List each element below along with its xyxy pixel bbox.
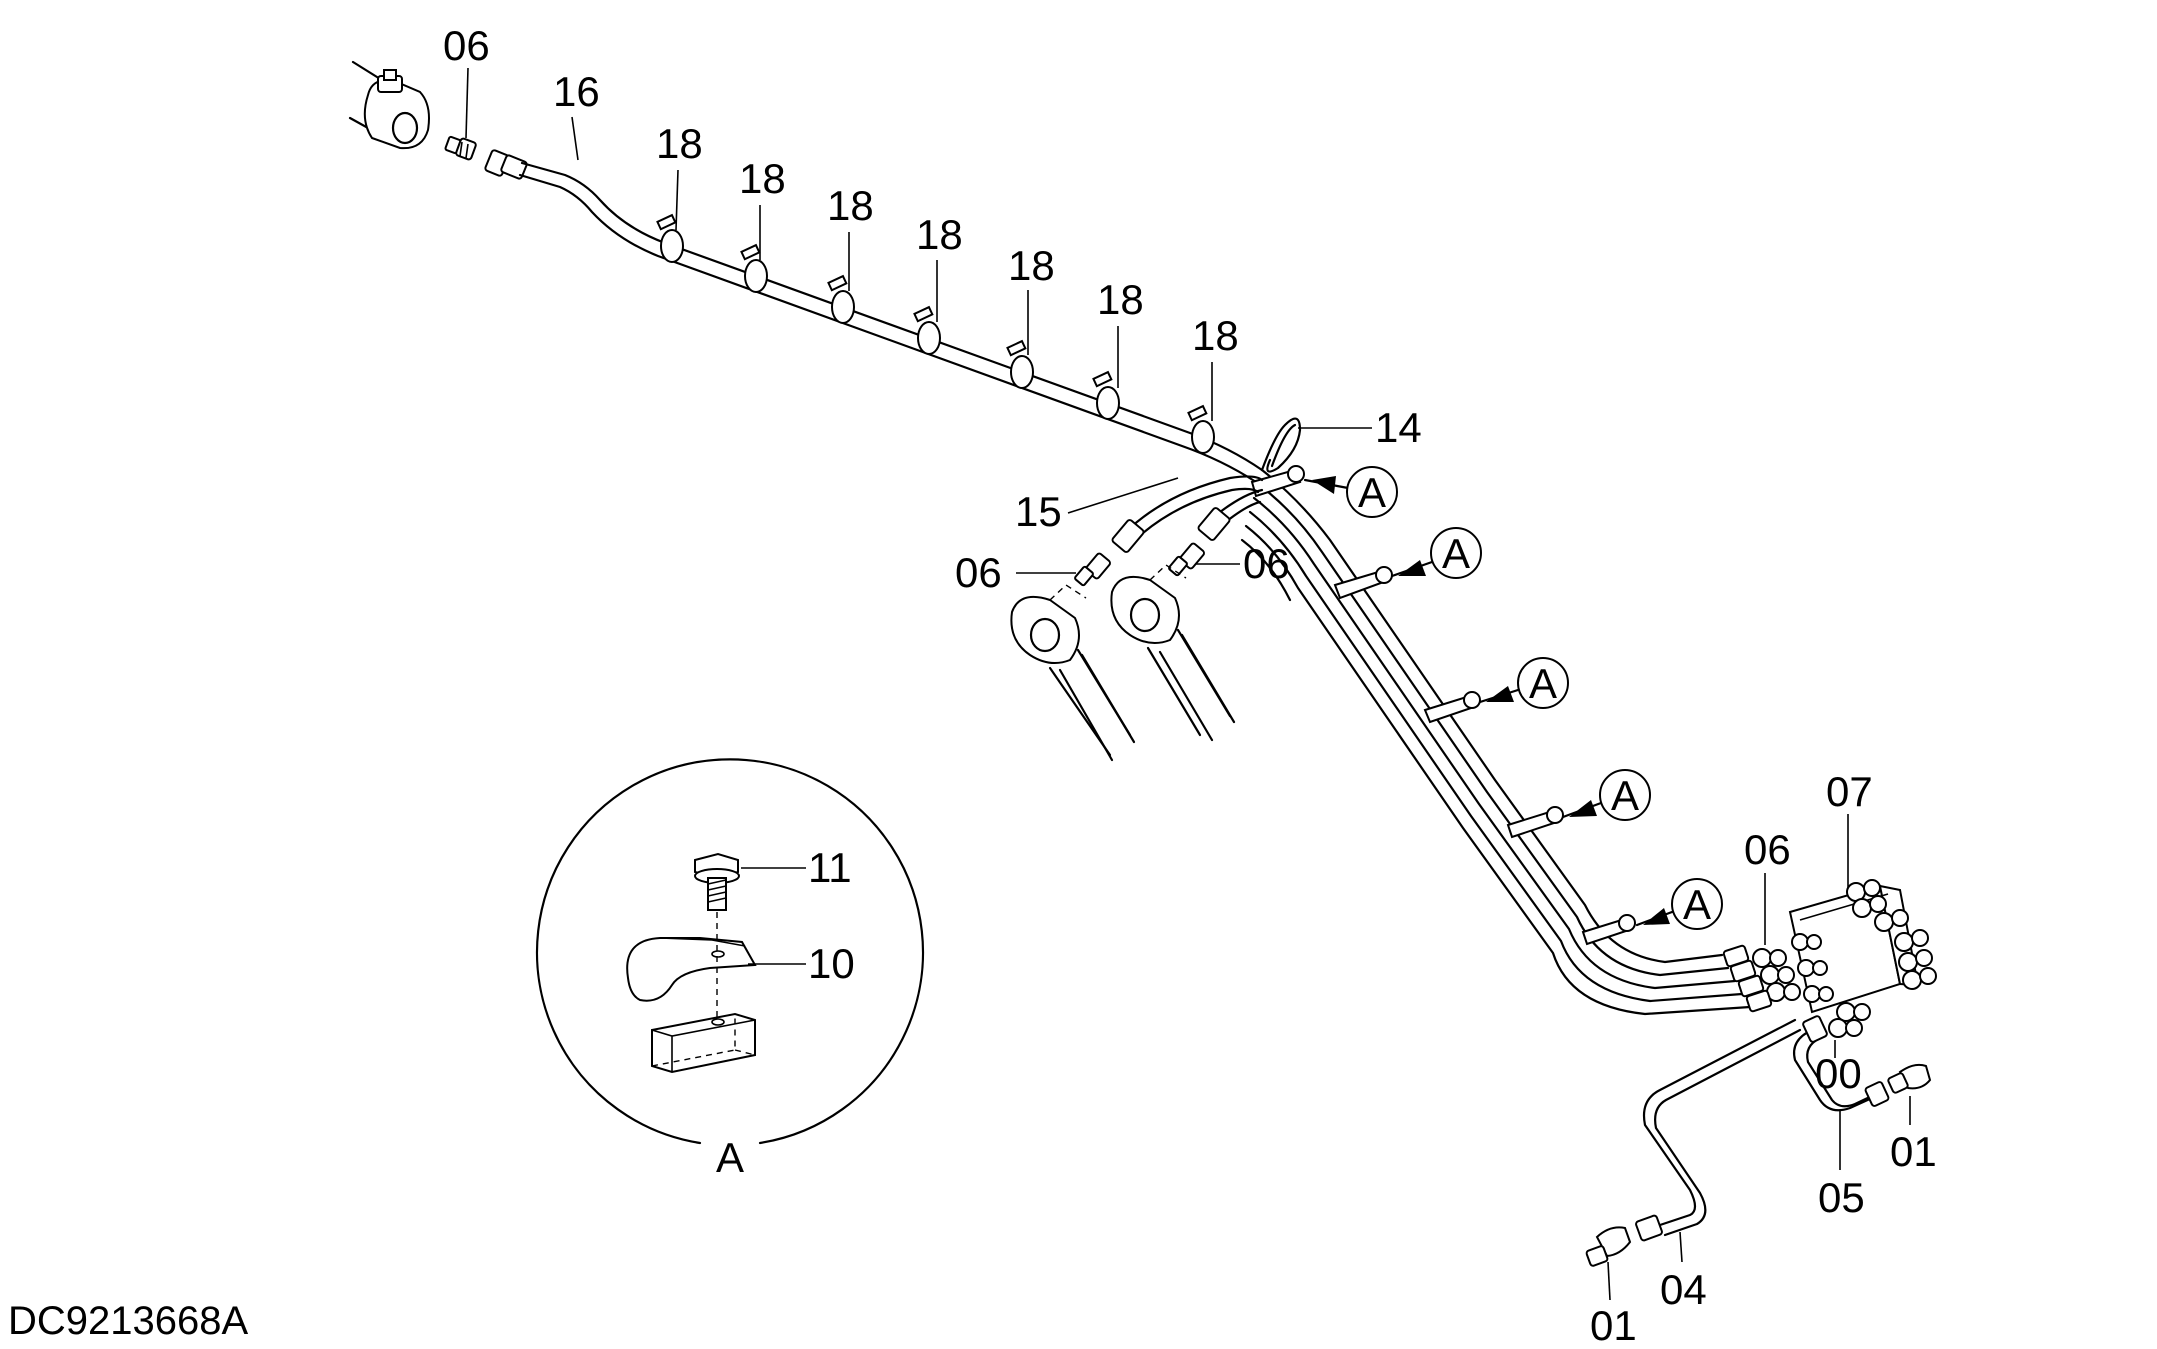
label-11: 11	[808, 844, 852, 891]
detail-a-letter: A	[716, 1134, 744, 1181]
hose-15	[1111, 475, 1264, 553]
callout-a-3: A	[1478, 657, 1569, 709]
callout-a-1: A	[1303, 466, 1398, 518]
svg-text:A: A	[1529, 660, 1557, 707]
main-hose-bundle	[1240, 468, 1752, 1016]
label-06-top: 06	[443, 22, 490, 69]
svg-text:A: A	[1683, 881, 1711, 928]
label-18-2: 18	[739, 155, 786, 202]
label-18-1: 18	[656, 120, 703, 167]
fitting-06-left	[1074, 552, 1111, 587]
hose-loop-14	[1260, 417, 1302, 473]
cylinder-rod-eye-left	[1010, 584, 1136, 762]
svg-text:A: A	[1442, 530, 1470, 577]
cylinder-rod-eye-right	[1110, 564, 1236, 742]
label-10: 10	[808, 940, 855, 987]
label-14: 14	[1375, 404, 1422, 451]
label-15: 15	[1015, 488, 1062, 535]
part-labels: 06 16 18 18 18 18 18 18 18 14 15 06 06 1…	[443, 22, 1937, 1349]
label-01-bottom: 01	[1590, 1302, 1637, 1344]
label-01-right: 01	[1890, 1128, 1937, 1175]
svg-text:A: A	[1611, 772, 1639, 819]
label-04: 04	[1660, 1266, 1707, 1313]
mounting-block	[651, 1012, 756, 1074]
label-06-left: 06	[955, 549, 1002, 596]
callout-a-2: A	[1390, 527, 1482, 579]
label-18-5: 18	[1008, 242, 1055, 289]
leader-lines	[465, 67, 1911, 1301]
elbow-01-right	[1887, 1063, 1932, 1094]
bolt-11	[694, 852, 740, 911]
pipe-04	[1635, 1018, 1802, 1242]
detail-a: A	[535, 758, 925, 1181]
hose-end-16	[484, 149, 528, 180]
label-00: 00	[1815, 1050, 1862, 1097]
label-07: 07	[1826, 768, 1873, 815]
label-18-3: 18	[827, 182, 874, 229]
callout-a-4: A	[1561, 769, 1651, 821]
label-06-mid: 06	[1243, 540, 1290, 587]
bundle-clamps-a	[1250, 465, 1636, 946]
valve-manifold	[1722, 879, 1937, 1038]
fitting-06-mid	[1168, 542, 1205, 577]
manifold-fittings	[1752, 879, 1937, 1038]
label-16: 16	[553, 68, 600, 115]
label-18-6: 18	[1097, 276, 1144, 323]
elbow-01-bottom	[1585, 1226, 1632, 1267]
label-18-4: 18	[916, 211, 963, 258]
label-06-right: 06	[1744, 826, 1791, 873]
drawing-code: DC9213668A	[8, 1299, 248, 1343]
fitting-06-top	[444, 135, 477, 161]
label-18-7: 18	[1192, 312, 1239, 359]
clip-10	[626, 937, 757, 1002]
label-05: 05	[1818, 1174, 1865, 1221]
pipe-clamps-18	[656, 213, 1215, 454]
callout-a-5: A	[1635, 878, 1723, 930]
top-left-bracket	[348, 60, 430, 150]
pipe-05	[1793, 1015, 1890, 1112]
svg-text:A: A	[1358, 469, 1386, 516]
